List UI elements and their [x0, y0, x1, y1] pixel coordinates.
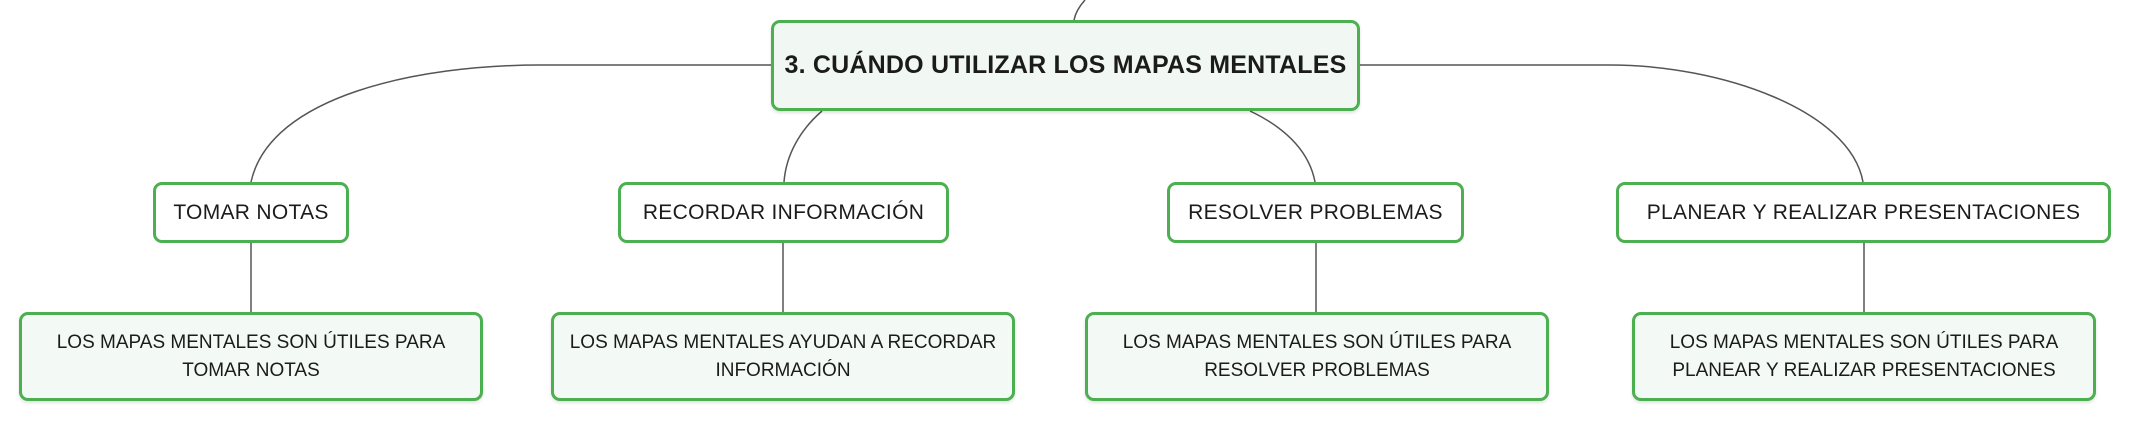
detail-line: RESOLVER PROBLEMAS: [1204, 359, 1430, 381]
topic-node-label: RECORDAR INFORMACIÓN: [642, 200, 925, 224]
detail-line: INFORMACIÓN: [715, 359, 851, 381]
detail-line: LOS MAPAS MENTALES SON ÚTILES PARA: [1669, 331, 2059, 353]
topic-node-label: PLANEAR Y REALIZAR PRESENTACIONES: [1646, 200, 2081, 224]
connector-root-to-topic-3: [1249, 110, 1316, 183]
detail-node-text: LOS MAPAS MENTALES SON ÚTILES PARA RESOL…: [1123, 329, 1512, 385]
topic-node-label: RESOLVER PROBLEMAS: [1188, 200, 1443, 224]
detail-line: PLANEAR Y REALIZAR PRESENTACIONES: [1672, 359, 2056, 381]
detail-node-recordar-informacion[interactable]: LOS MAPAS MENTALES AYUDAN A RECORDAR INF…: [551, 312, 1015, 401]
detail-node-text: LOS MAPAS MENTALES AYUDAN A RECORDAR INF…: [570, 329, 997, 385]
connector-parent-to-root: [1073, 0, 1086, 21]
topic-node-tomar-notas[interactable]: TOMAR NOTAS: [153, 182, 349, 243]
topic-node-planear-presentaciones[interactable]: PLANEAR Y REALIZAR PRESENTACIONES: [1616, 182, 2111, 243]
topic-node-label: TOMAR NOTAS: [173, 200, 329, 224]
detail-node-text: LOS MAPAS MENTALES SON ÚTILES PARA TOMAR…: [57, 329, 446, 385]
detail-line: LOS MAPAS MENTALES AYUDAN A RECORDAR: [569, 331, 997, 353]
connector-root-to-topic-1: [250, 64, 771, 183]
detail-line: LOS MAPAS MENTALES SON ÚTILES PARA: [56, 331, 446, 353]
topic-node-resolver-problemas[interactable]: RESOLVER PROBLEMAS: [1167, 182, 1464, 243]
detail-node-tomar-notas[interactable]: LOS MAPAS MENTALES SON ÚTILES PARA TOMAR…: [19, 312, 483, 401]
detail-line: LOS MAPAS MENTALES SON ÚTILES PARA: [1122, 331, 1512, 353]
detail-node-text: LOS MAPAS MENTALES SON ÚTILES PARA PLANE…: [1670, 329, 2059, 385]
detail-line: TOMAR NOTAS: [182, 359, 320, 381]
topic-node-recordar-informacion[interactable]: RECORDAR INFORMACIÓN: [618, 182, 949, 243]
root-node-label: 3. CUÁNDO UTILIZAR LOS MAPAS MENTALES: [784, 51, 1347, 79]
connector-root-to-topic-2: [783, 110, 823, 183]
connector-root-to-topic-4: [1360, 64, 1864, 183]
detail-node-resolver-problemas[interactable]: LOS MAPAS MENTALES SON ÚTILES PARA RESOL…: [1085, 312, 1549, 401]
detail-node-planear-presentaciones[interactable]: LOS MAPAS MENTALES SON ÚTILES PARA PLANE…: [1632, 312, 2096, 401]
root-node[interactable]: 3. CUÁNDO UTILIZAR LOS MAPAS MENTALES: [771, 20, 1360, 111]
